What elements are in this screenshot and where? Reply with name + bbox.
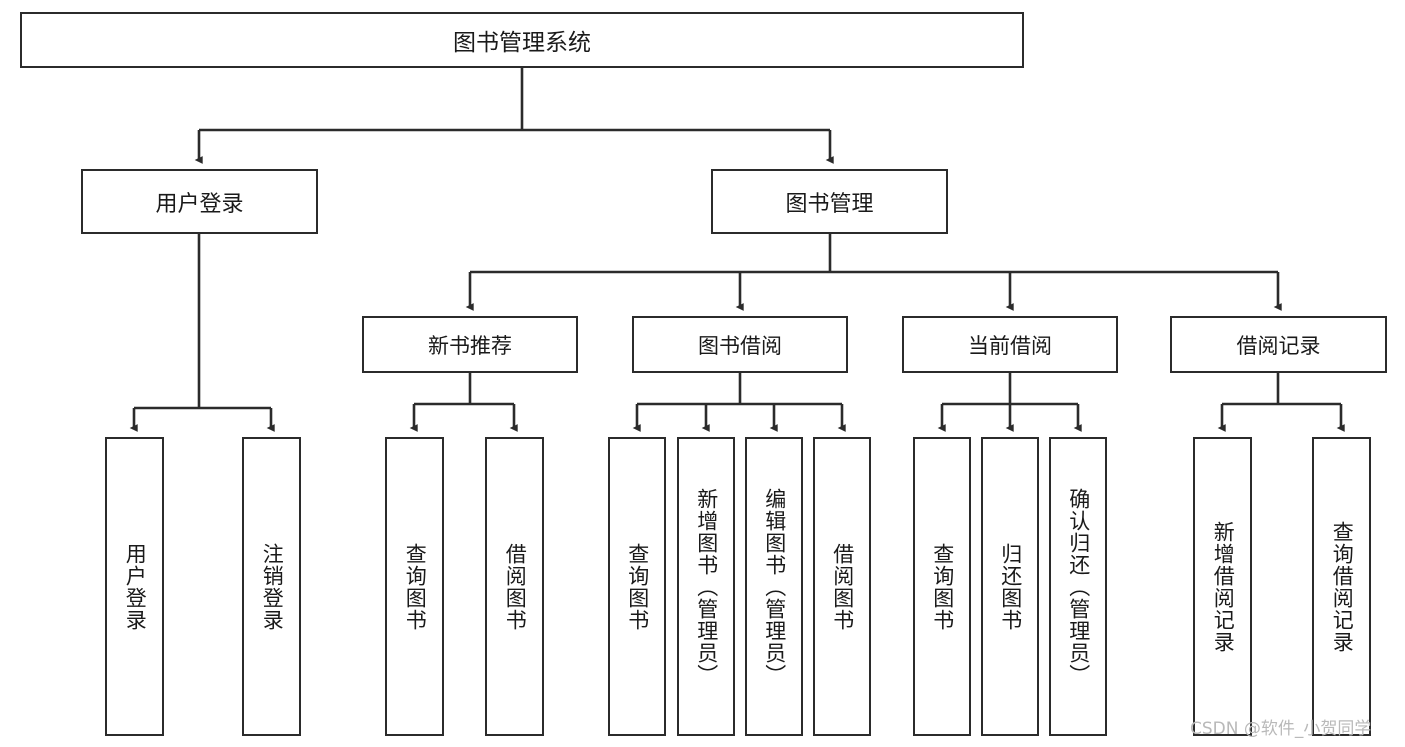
leaf-label: 查询图书 bbox=[930, 542, 955, 631]
leaf-query-book-current[interactable]: 查询图书 bbox=[913, 437, 971, 736]
node-label: 图书管理 bbox=[785, 191, 874, 217]
leaf-edit-book-admin[interactable]: 编辑图书（管理员） bbox=[745, 437, 803, 736]
leaf-label: 借阅图书 bbox=[503, 542, 528, 631]
leaf-user-login[interactable]: 用户登录 bbox=[105, 437, 164, 736]
leaf-borrow-book[interactable]: 借阅图书 bbox=[813, 437, 871, 736]
node-book-borrow[interactable]: 图书借阅 bbox=[632, 316, 848, 373]
leaf-label: 新增图书（管理员） bbox=[694, 487, 719, 686]
leaf-confirm-return-admin[interactable]: 确认归还（管理员） bbox=[1049, 437, 1107, 736]
leaf-query-book-recommend[interactable]: 查询图书 bbox=[385, 437, 444, 736]
leaf-label: 编辑图书（管理员） bbox=[762, 487, 787, 686]
leaf-label: 确认归还（管理员） bbox=[1066, 487, 1091, 686]
node-new-book-recommend[interactable]: 新书推荐 bbox=[362, 316, 578, 373]
leaf-label: 查询图书 bbox=[625, 542, 650, 631]
node-root-book-management-system[interactable]: 图书管理系统 bbox=[20, 12, 1024, 68]
leaf-logout[interactable]: 注销登录 bbox=[242, 437, 301, 736]
node-label: 当前借阅 bbox=[968, 333, 1052, 358]
node-user-login[interactable]: 用户登录 bbox=[81, 169, 318, 234]
leaf-return-book[interactable]: 归还图书 bbox=[981, 437, 1039, 736]
leaf-label: 查询图书 bbox=[403, 542, 428, 631]
leaf-label: 新增借阅记录 bbox=[1211, 520, 1236, 653]
node-label: 借阅记录 bbox=[1236, 333, 1321, 358]
node-label: 图书借阅 bbox=[698, 333, 782, 358]
node-label: 图书管理系统 bbox=[453, 30, 591, 56]
leaf-borrow-book-recommend[interactable]: 借阅图书 bbox=[485, 437, 544, 736]
leaf-label: 归还图书 bbox=[998, 542, 1023, 631]
leaf-label: 用户登录 bbox=[123, 542, 148, 631]
node-label: 用户登录 bbox=[155, 191, 244, 217]
watermark: CSDN @软件_小贺同学 bbox=[1190, 719, 1372, 739]
leaf-query-borrow-record[interactable]: 查询借阅记录 bbox=[1312, 437, 1371, 736]
node-borrow-record[interactable]: 借阅记录 bbox=[1170, 316, 1387, 373]
node-label: 新书推荐 bbox=[428, 333, 512, 358]
leaf-label: 借阅图书 bbox=[830, 542, 855, 631]
leaf-add-book-admin[interactable]: 新增图书（管理员） bbox=[677, 437, 735, 736]
leaf-label: 注销登录 bbox=[260, 542, 285, 631]
node-book-management[interactable]: 图书管理 bbox=[711, 169, 948, 234]
node-current-borrow[interactable]: 当前借阅 bbox=[902, 316, 1118, 373]
leaf-add-borrow-record[interactable]: 新增借阅记录 bbox=[1193, 437, 1252, 736]
leaf-label: 查询借阅记录 bbox=[1330, 520, 1355, 653]
leaf-query-book-borrow[interactable]: 查询图书 bbox=[608, 437, 666, 736]
